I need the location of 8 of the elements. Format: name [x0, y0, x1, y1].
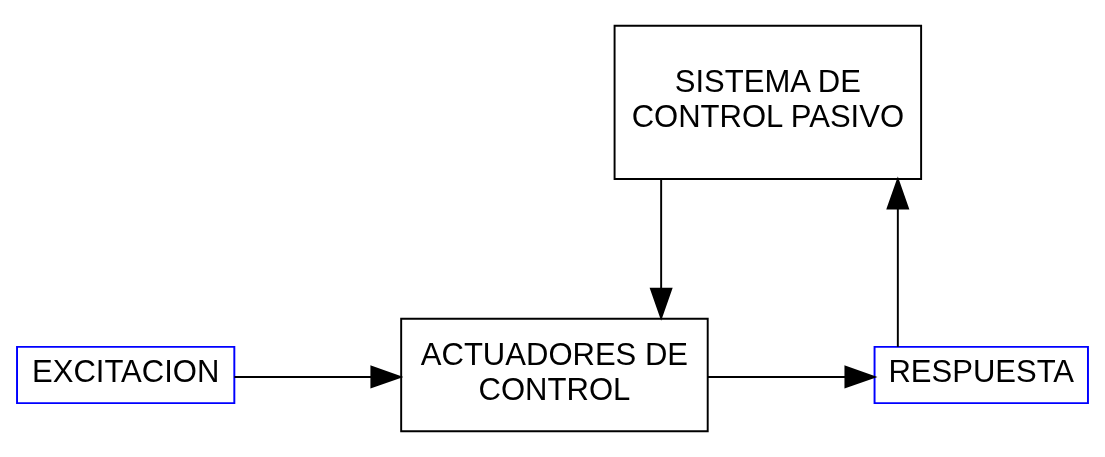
node-box: ACTUADORES DE CONTROL	[400, 317, 709, 433]
arrow	[233, 365, 404, 389]
node-box: RESPUESTA	[873, 345, 1089, 405]
arrow	[706, 365, 878, 389]
arrow	[886, 176, 910, 348]
node-box: EXCITACION	[16, 345, 236, 405]
node-box: SISTEMA DE CONTROL PASIVO	[613, 24, 923, 180]
arrow	[649, 178, 673, 321]
